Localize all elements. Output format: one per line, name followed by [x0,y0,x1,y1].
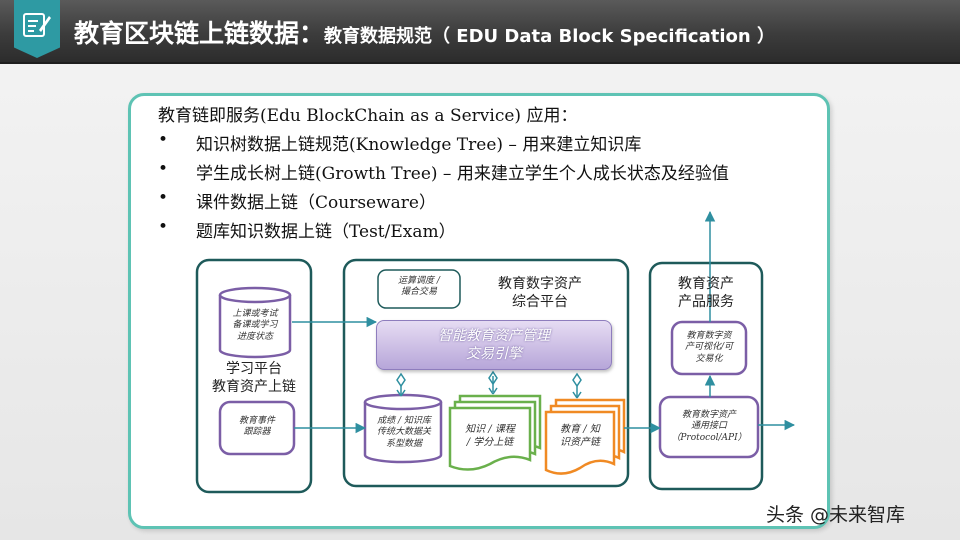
progress-cylinder [218,286,292,359]
double-arrow-engine-db [396,372,406,397]
bullet-item: 课件数据上链（Courseware） [158,188,729,217]
double-arrow-engine-orange [572,372,582,399]
database-label: 成绩 / 知识库 传统大数据关 系型数据 [376,416,431,449]
trading-engine: 智能教育资产管理 交易引擎 [376,320,612,370]
event-tracker-label: 教育事件 跟踪器 [238,416,275,438]
visualization-label: 教育数字资 产可视化/可 交易化 [684,331,734,364]
scheduler-label: 运算调度 / 撮合交易 [398,276,440,298]
double-arrow-engine-green [488,370,498,395]
page-title: 教育区块链上链数据：教育数据规范（ EDU Data Block Specifi… [74,14,775,50]
progress-cylinder-label: 上课或考试 备课或学习 进度状态 [232,309,278,342]
learning-platform-label: 学习平台 教育资产上链 [212,361,296,395]
title-bar: 教育区块链上链数据：教育数据规范（ EDU Data Block Specifi… [0,0,960,64]
edit-icon [23,13,51,37]
database-cylinder [363,393,443,464]
right-panel-title: 教育资产 产品服务 [678,276,734,310]
bullet-item: 题库知识数据上链（Test/Exam） [158,217,729,246]
interface-label: 教育数字资产 通用接口 （Protocol/API） [671,410,747,443]
asset-chain-label: 教育 / 知 识资产链 [560,424,600,448]
bullet-item: 知识树数据上链规范(Knowledge Tree) – 用来建立知识库 [158,130,729,159]
visualization-box [670,320,748,376]
bullet-list: 知识树数据上链规范(Knowledge Tree) – 用来建立知识库 学生成长… [158,130,729,246]
watermark-text: 头条 @未来智库 [766,504,906,526]
page-title-main: 教育区块链上链数据： [74,19,325,48]
scheduler-box [377,269,461,309]
intro-text: 教育链即服务(Edu BlockChain as a Service) 应用： [158,106,578,126]
bullet-item: 学生成长树上链(Growth Tree) – 用来建立学生个人成长状态及经验值 [158,159,729,188]
course-chain-document [448,394,542,471]
middle-panel-title: 教育数字资产 综合平台 [498,276,582,310]
page-title-sub: 教育数据规范（ EDU Data Block Specification ） [324,26,775,47]
header-badge [14,0,60,58]
asset-chain-document [544,398,626,475]
course-chain-label: 知识 / 课程 / 学分上链 [465,424,515,448]
